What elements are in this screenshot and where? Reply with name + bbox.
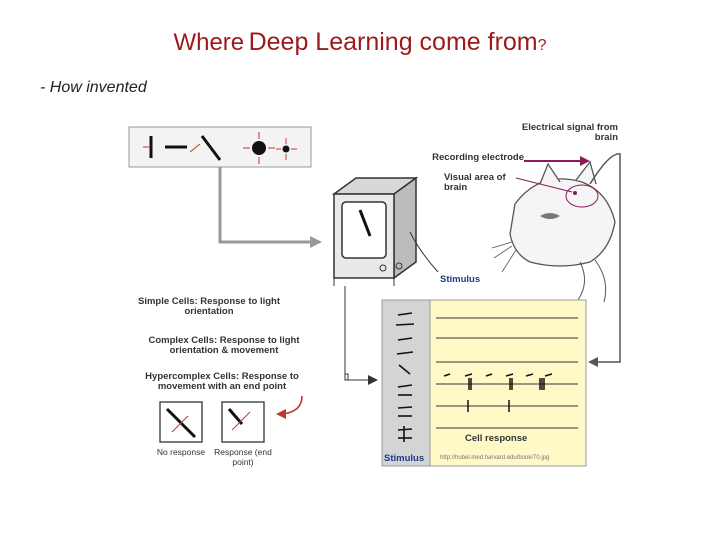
- stimulus-top-label: Stimulus: [440, 274, 481, 285]
- title-part-2: Deep Learning come from: [248, 28, 538, 56]
- complex-cells-label: Complex Cells: Response to light orienta…: [148, 335, 300, 356]
- cell-response-label: Cell response: [465, 433, 528, 444]
- title-part-1: Where: [173, 29, 245, 56]
- page-title: Where Deep Learning come from?: [0, 28, 720, 57]
- subtitle: - How invented: [40, 79, 147, 96]
- visual-area-label: Visual area of brain: [444, 172, 506, 193]
- hypercomplex-cells-label: Hypercomplex Cells: Response to movement…: [145, 371, 299, 392]
- no-response-label: No response: [156, 447, 206, 457]
- response-label: Response (end point): [214, 447, 272, 467]
- source-url: http://hubel.med.harvard.edu/book/70.jpg: [440, 455, 550, 461]
- stimulus-bottom-label: Stimulus: [384, 453, 425, 464]
- hubel-wiesel-figure: Electrical signal from brain Recording e…: [120, 112, 630, 472]
- simple-cells-label: Simple Cells: Response to light orientat…: [138, 296, 280, 317]
- electrical-signal-label: Electrical signal from brain: [521, 122, 618, 143]
- recording-electrode-label: Recording electrode: [432, 152, 524, 163]
- title-part-3: ?: [537, 37, 547, 54]
- stimulus-strip: [128, 126, 312, 168]
- figure-drawing: [128, 126, 621, 467]
